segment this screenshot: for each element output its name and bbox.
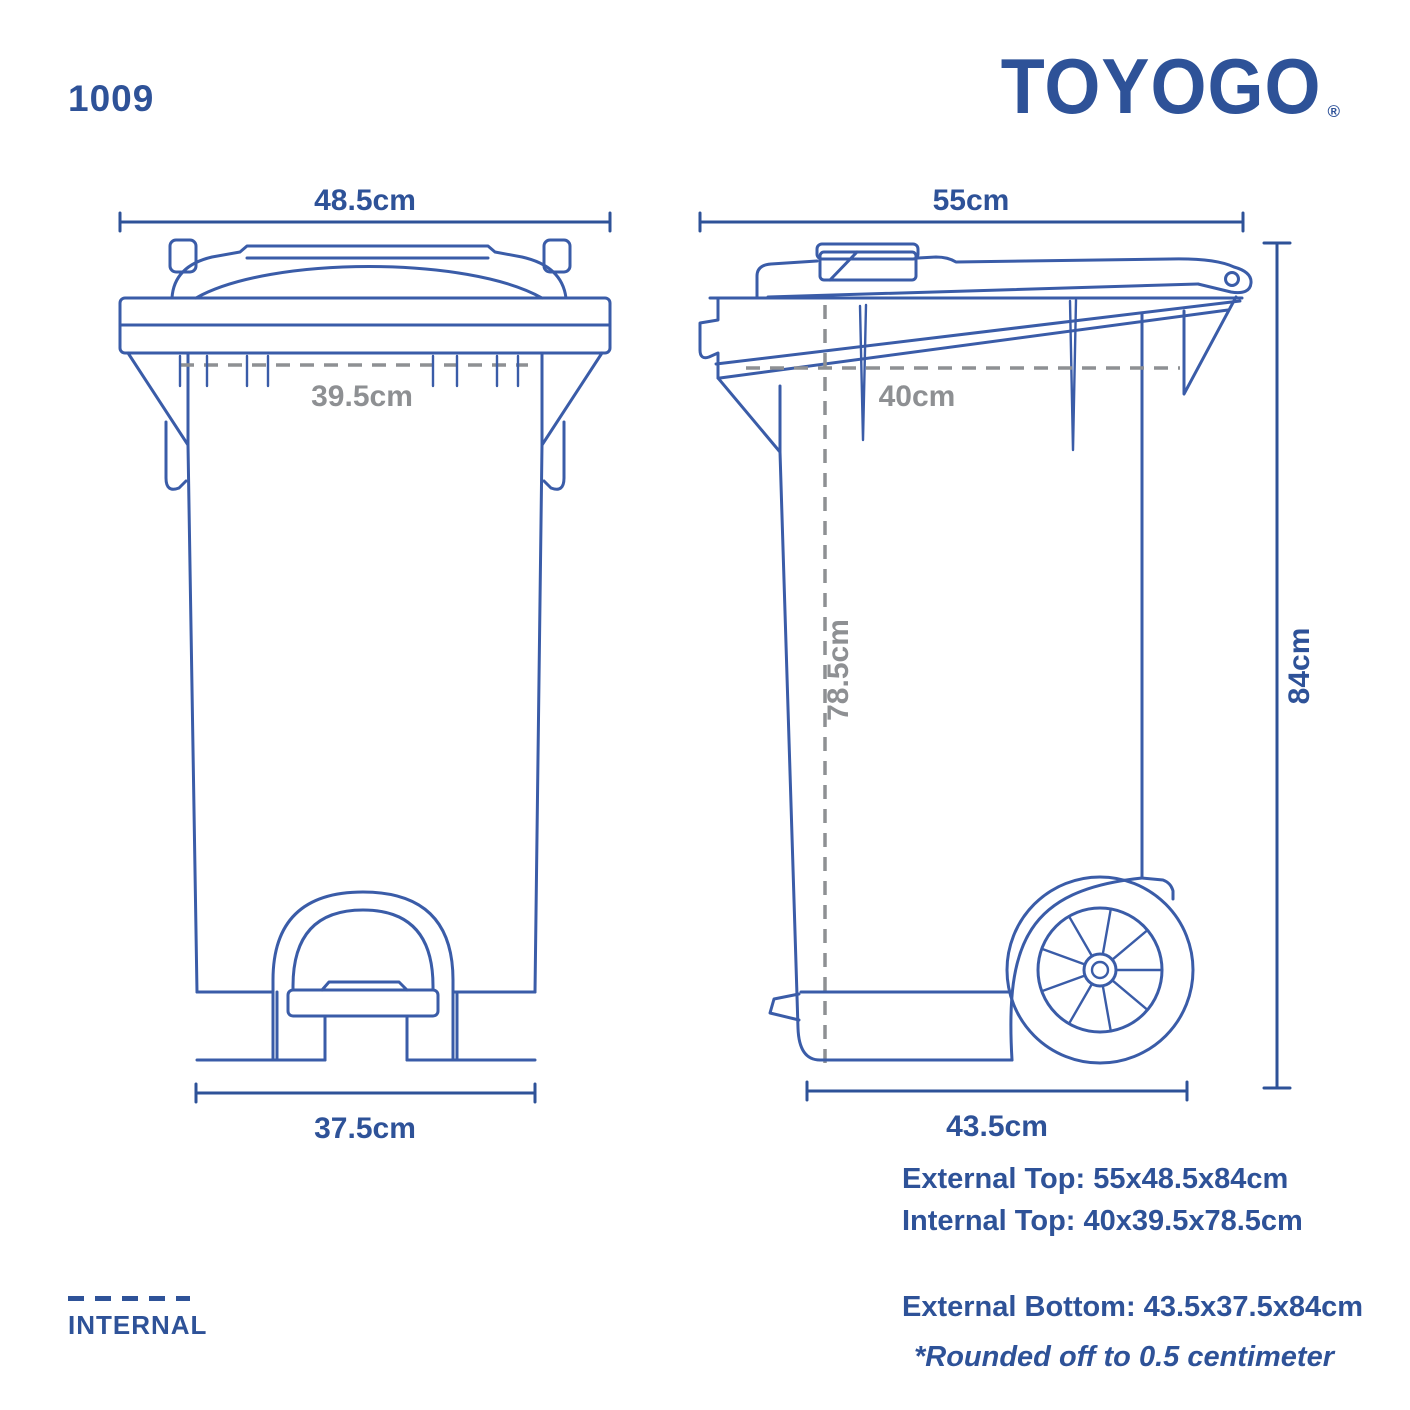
wheel-spokes (1040, 907, 1164, 1033)
front-bottom-dimension-label: 37.5cm (314, 1112, 416, 1145)
internal-legend: INTERNAL (68, 1296, 207, 1341)
front-bottom-dimension: 37.5cm (194, 1082, 537, 1145)
bin-lid-front (168, 238, 572, 300)
hinge-pin-hole (1224, 271, 1240, 287)
side-internal-dimensions: 40cm 78.5cm (746, 305, 1180, 1073)
dimension-specs: External Top: 55x48.5x84cm Internal Top:… (902, 1158, 1363, 1378)
dashed-line-icon (68, 1296, 190, 1301)
side-height-dimension: 84cm (1262, 241, 1316, 1090)
side-top-dimension: 55cm (698, 184, 1245, 233)
lid-handle (815, 242, 920, 261)
bin-body-side (716, 295, 1238, 1062)
internal-legend-label: INTERNAL (68, 1310, 208, 1340)
front-internal-dimension: 39.5cm (178, 354, 528, 413)
pedal-side (768, 992, 801, 1022)
spec-internal-top: Internal Top: 40x39.5x78.5cm (902, 1205, 1303, 1237)
side-bottom-dimension-label: 43.5cm (946, 1110, 1048, 1143)
side-internal-height-label: 78.5cm (822, 619, 855, 721)
bin-base-front (195, 890, 537, 1062)
front-top-dimension-label: 48.5cm (314, 184, 416, 217)
spec-external-bottom: External Bottom: 43.5x37.5x84cm (902, 1291, 1363, 1323)
side-internal-depth-label: 40cm (879, 380, 956, 413)
wheel (1005, 875, 1195, 1065)
side-top-dimension-label: 55cm (933, 184, 1010, 217)
brand-logo-text: TOYOGO (1000, 43, 1322, 131)
bin-lid-side (755, 242, 1253, 300)
front-view-drawing: 48.5cm 39.5cm (118, 184, 612, 1145)
brand-logo: TOYOGO ® (1001, 48, 1340, 126)
spec-external-top: External Top: 55x48.5x84cm (902, 1163, 1289, 1195)
rounding-note: *Rounded off to 0.5 centimeter (913, 1341, 1334, 1373)
bin-rim-front (118, 296, 612, 355)
spec-gap (902, 1242, 1334, 1286)
side-view-drawing: 55cm 84cm (698, 184, 1316, 1143)
side-bottom-dimension: 43.5cm (805, 1080, 1189, 1143)
front-top-dimension: 48.5cm (118, 184, 612, 233)
bin-base-side (768, 876, 1175, 1062)
bin-rim-side (698, 296, 1244, 380)
bin-body-front (126, 351, 604, 994)
side-height-dimension-label: 84cm (1283, 628, 1316, 705)
registered-trademark-icon: ® (1327, 102, 1340, 121)
front-internal-dimension-label: 39.5cm (311, 380, 413, 413)
product-code: 1009 (68, 78, 155, 119)
pedal-bar (286, 988, 440, 1018)
